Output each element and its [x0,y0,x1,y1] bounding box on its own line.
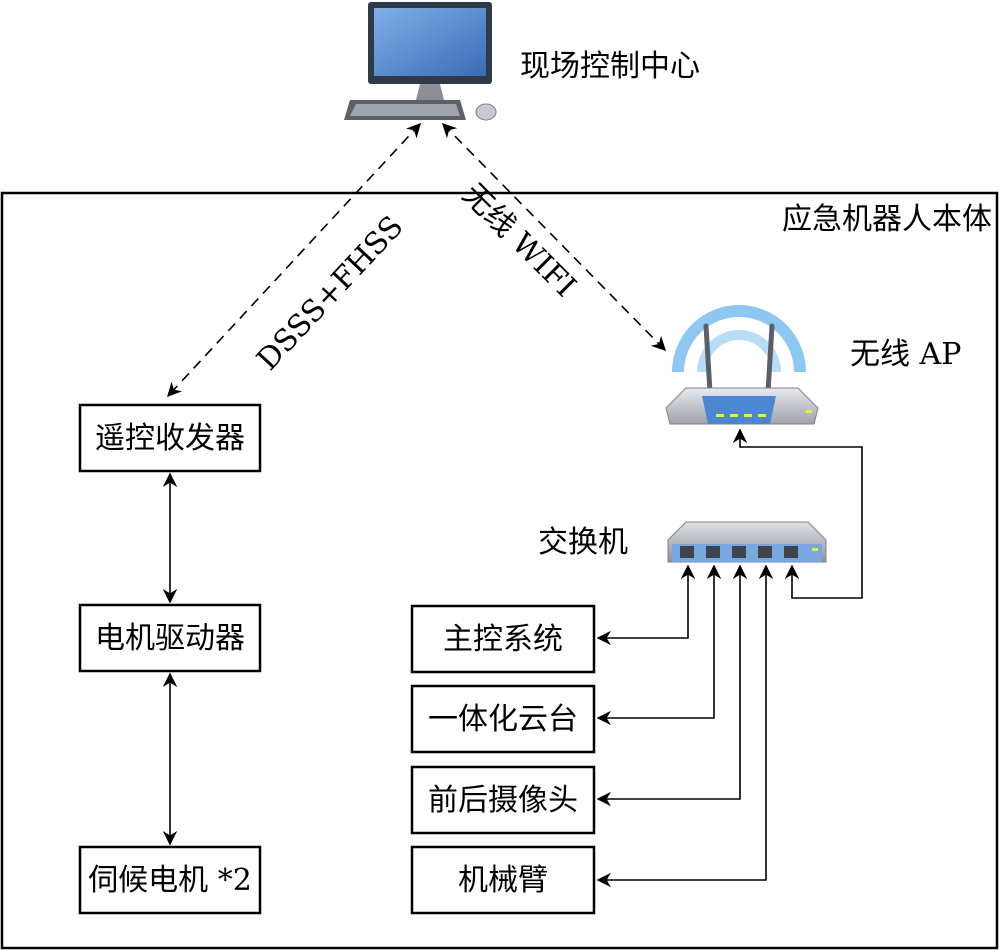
wifi-link-line [441,122,667,352]
robot-body-frame [0,191,999,950]
remote-link-line [167,122,421,398]
control-center-label: 现场控制中心 [520,49,700,84]
front-rear-camera-box: 前后摄像头 [410,765,596,835]
servo-motor-label: 伺候电机 *2 [88,863,252,898]
main-control-label: 主控系统 [443,622,563,657]
integrated-ptz-label: 一体化云台 [428,702,578,737]
network-switch-icon [667,521,827,563]
motor-driver-label: 电机驱动器 [95,621,245,656]
remote-link-label: DSSS+FHSS [250,209,410,377]
robot-arm-label: 机械臂 [458,863,548,898]
main-control-box: 主控系统 [410,604,596,674]
remote-transceiver-label: 遥控收发器 [95,421,245,456]
switch-ptz-link [596,564,722,726]
wireless-router-icon [665,305,819,425]
remote-transceiver-box: 遥控收发器 [78,403,262,473]
integrated-ptz-box: 一体化云台 [410,684,596,754]
switch-ap-link [732,428,863,599]
computer-icon [344,2,497,121]
switch-main-control-link [596,564,696,646]
wifi-link-label: 无线 WIFI [455,177,582,304]
wireless-ap-label: 无线 AP [850,337,961,372]
switch-camera-link [596,564,748,807]
robot-body-label: 应急机器人本体 [782,202,992,237]
front-rear-camera-label: 前后摄像头 [428,783,578,818]
motor-driver-box: 电机驱动器 [78,603,262,673]
robot-arm-box: 机械臂 [410,845,596,915]
servo-motor-box: 伺候电机 *2 [78,845,262,915]
switch-label: 交换机 [538,525,628,560]
switch-arm-link [596,564,774,888]
